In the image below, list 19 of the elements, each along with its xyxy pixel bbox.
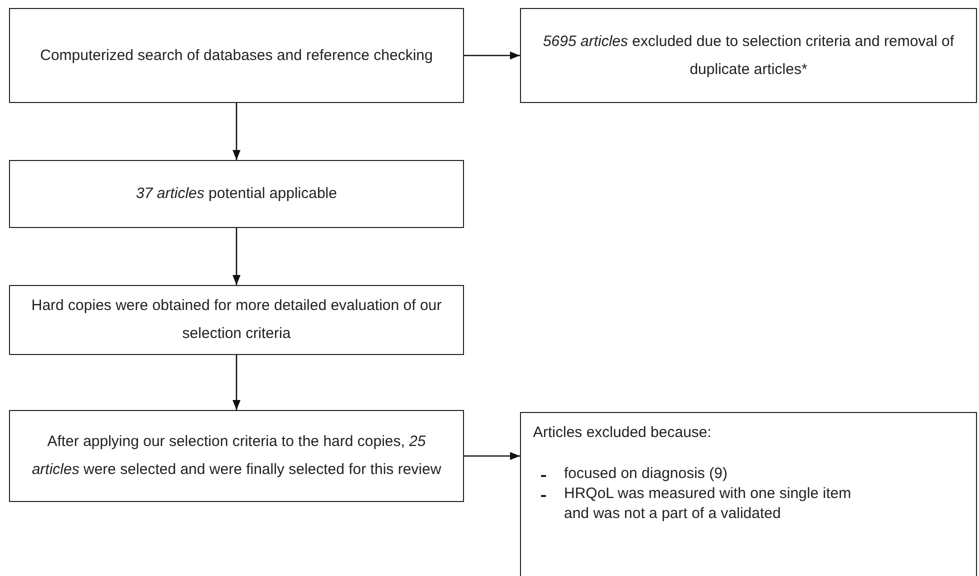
- box-text: After applying our selection criteria to the hard copies, 25 articles were selected and were finally selected for this review: [30, 432, 442, 480]
- process-box: [9, 160, 464, 228]
- list-item: focused on diagnosis (9): [564, 464, 728, 484]
- arrow: [232, 228, 240, 285]
- arrow: [464, 452, 520, 460]
- arrow: [464, 52, 520, 60]
- process-box: [520, 412, 977, 576]
- box-text: Computerized search of databases and reference checking: [40, 46, 433, 66]
- box-text: Hard copies were obtained for more detailed evaluation of our selection criteria: [30, 296, 443, 344]
- box-heading: Articles excluded because:: [533, 423, 712, 443]
- process-box: [9, 8, 464, 103]
- box-text: 37 articles potential applicable: [136, 184, 337, 204]
- box-text: 5695 articles excluded due to selection criteria and removal of duplicate articles*: [542, 32, 956, 80]
- process-box: [520, 8, 977, 103]
- list-item: HRQoL was measured with one single item and was not a part of a validated: [564, 484, 852, 524]
- arrow: [232, 355, 240, 410]
- arrow: [232, 103, 240, 160]
- process-box: [9, 410, 464, 502]
- process-box: [9, 285, 464, 355]
